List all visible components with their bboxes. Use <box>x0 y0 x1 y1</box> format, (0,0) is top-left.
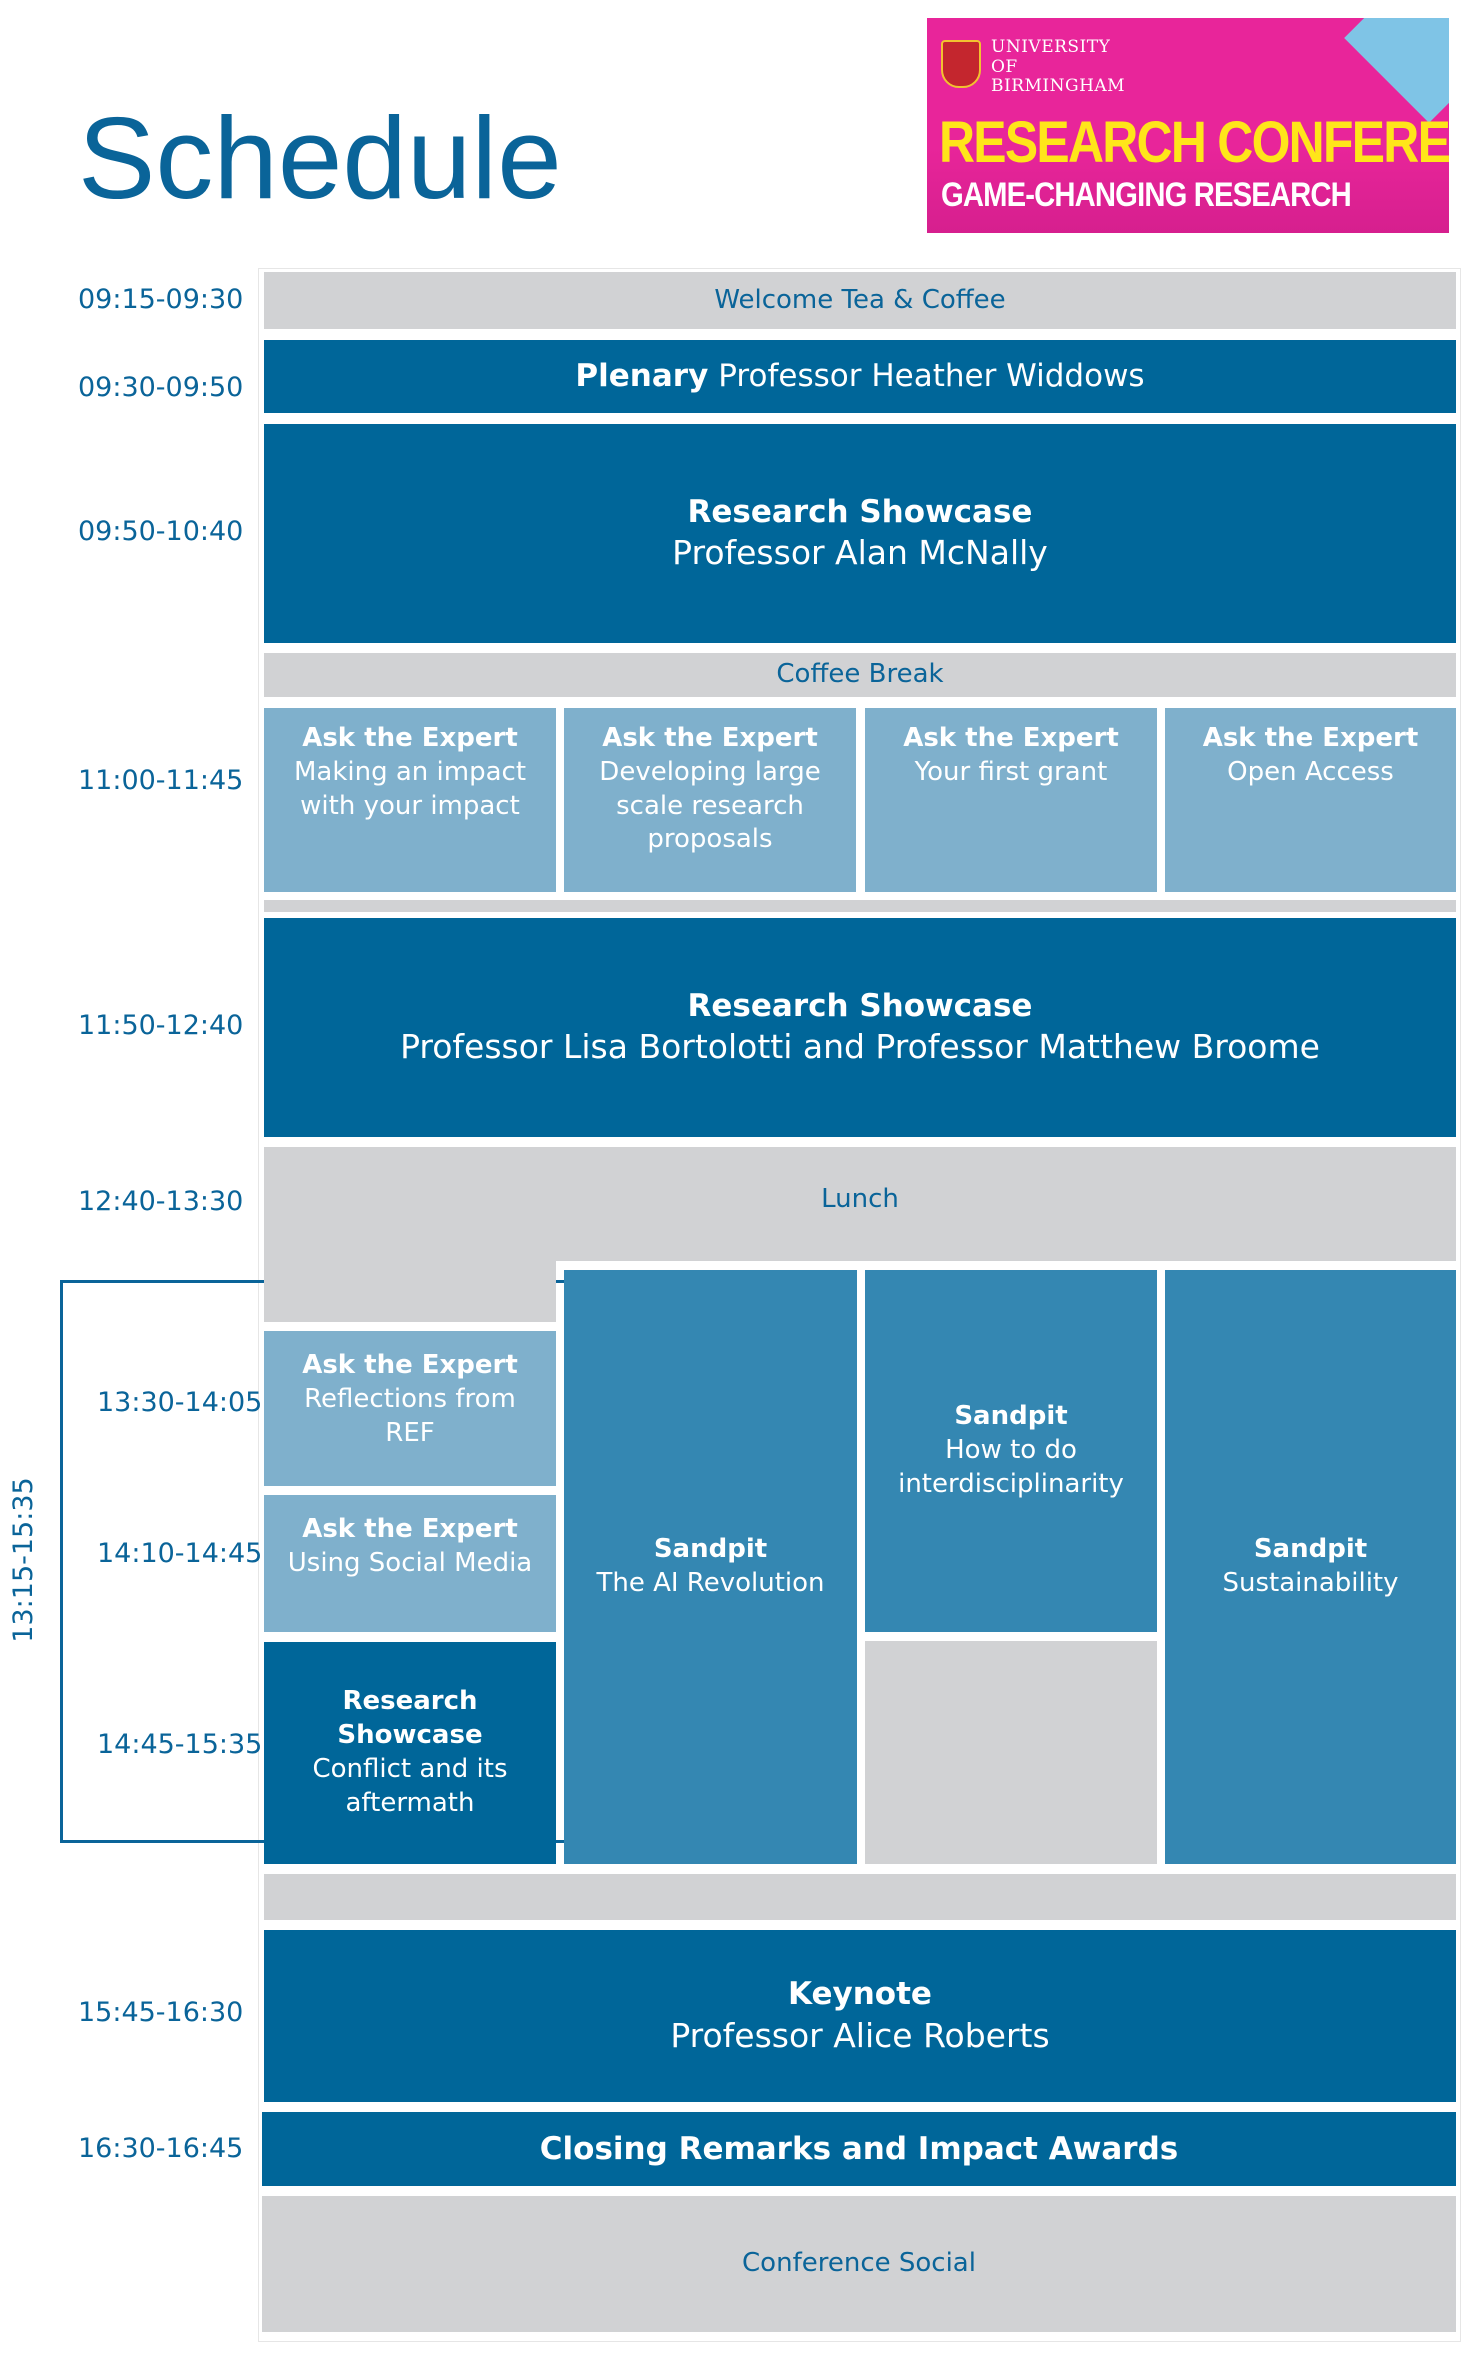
banner-tagline: GAME-CHANGING RESEARCH <box>941 176 1352 214</box>
time-label: 09:15-09:30 <box>78 284 244 315</box>
time-label: 09:30-09:50 <box>78 372 244 403</box>
ask-expert-title: Ask the Expert <box>302 723 518 753</box>
ask-expert-topic: Reflections from REF <box>304 1383 516 1448</box>
ask-expert-title: Ask the Expert <box>602 723 818 753</box>
time-label: 16:30-16:45 <box>78 2133 244 2164</box>
coffee-break-label: Coffee Break <box>776 659 944 690</box>
ask-expert-title: Ask the Expert <box>1202 723 1419 753</box>
session-closing: Closing Remarks and Impact Awards <box>262 2112 1456 2186</box>
ask-expert-title: Ask the Expert <box>903 723 1119 753</box>
showcase-speaker: Professor Alan McNally <box>672 533 1048 573</box>
parallel-time-wrapper: 13:15-15:35 <box>8 1455 40 1665</box>
session-conference-social: Conference Social <box>262 2196 1456 2332</box>
time-label: 14:45-15:35 <box>97 1729 263 1760</box>
time-label: 09:50-10:40 <box>78 516 244 547</box>
session-welcome: Welcome Tea & Coffee <box>264 272 1456 329</box>
session-ask-expert-3: Ask the Expert Your first grant <box>865 708 1157 892</box>
session-coffee-break: Coffee Break <box>264 653 1456 697</box>
ask-expert-title: Ask the Expert <box>302 1514 518 1544</box>
session-research-showcase-2: Research Showcase Professor Lisa Bortolo… <box>264 918 1456 1137</box>
session-sandpit-2: Sandpit How to do interdisciplinarity <box>865 1270 1157 1632</box>
ask-expert-topic: Making an impact with your impact <box>293 756 527 821</box>
banner-university: UNIVERSITY OF BIRMINGHAM <box>991 37 1126 97</box>
sandpit-title: Sandpit <box>1253 1534 1368 1565</box>
time-label: 11:00-11:45 <box>78 765 244 796</box>
sandpit-title: Sandpit <box>954 1401 1068 1432</box>
session-research-showcase-1: Research Showcase Professor Alan McNally <box>264 424 1456 643</box>
university-crest-icon <box>941 40 981 88</box>
time-label: 11:50-12:40 <box>78 1010 244 1041</box>
ask-expert-topic: Using Social Media <box>287 1547 533 1578</box>
session-lunch-tail <box>264 1255 556 1322</box>
sandpit-topic: Sustainability <box>1222 1568 1399 1598</box>
plenary-label: Plenary <box>575 358 709 395</box>
session-sandpit-3: Sandpit Sustainability <box>1165 1270 1456 1864</box>
session-ask-expert-5: Ask the Expert Reflections from REF <box>264 1331 556 1486</box>
ask-expert-topic: Developing large scale research proposal… <box>599 756 821 855</box>
social-label: Conference Social <box>742 2248 976 2279</box>
empty-slot <box>865 1641 1157 1864</box>
session-keynote: Keynote Professor Alice Roberts <box>264 1930 1456 2102</box>
banner-conference-name: RESEARCH CONFERENCE 2022 <box>939 110 1449 175</box>
showcase-title: Research Showcase <box>337 1686 483 1751</box>
session-ask-expert-2: Ask the Expert Developing large scale re… <box>564 708 856 892</box>
showcase-speaker: Professor Lisa Bortolotti and Professor … <box>400 1027 1320 1067</box>
session-lunch-top <box>264 1147 1456 1261</box>
sandpit-title: Sandpit <box>653 1534 768 1565</box>
ask-expert-title: Ask the Expert <box>302 1350 518 1380</box>
showcase-title: Research Showcase <box>687 987 1033 1024</box>
conference-banner: UNIVERSITY OF BIRMINGHAM RESEARCH CONFER… <box>927 18 1449 233</box>
lunch-label: Lunch <box>821 1184 899 1215</box>
plenary-speaker: Professor Heather Widdows <box>718 358 1145 395</box>
time-label: 15:45-16:30 <box>78 1997 244 2028</box>
session-ask-expert-1: Ask the Expert Making an impact with you… <box>264 708 556 892</box>
time-label: 12:40-13:30 <box>78 1186 244 1217</box>
session-sandpit-1: Sandpit The AI Revolution <box>564 1270 857 1864</box>
time-label: 13:30-14:05 <box>97 1387 263 1418</box>
session-ask-expert-4: Ask the Expert Open Access <box>1165 708 1456 892</box>
page-title: Schedule <box>78 93 562 223</box>
showcase-topic: Conflict and its aftermath <box>312 1754 508 1818</box>
break-bar <box>264 1874 1456 1920</box>
keynote-title: Keynote <box>788 1976 932 2013</box>
session-welcome-label: Welcome Tea & Coffee <box>714 284 1006 315</box>
sandpit-topic: The AI Revolution <box>596 1568 825 1598</box>
spacer-bar <box>264 900 1456 912</box>
time-label: 14:10-14:45 <box>97 1538 263 1569</box>
sandpit-topic: How to do interdisciplinarity <box>898 1435 1124 1499</box>
session-research-showcase-3: Research Showcase Conflict and its after… <box>264 1642 556 1864</box>
session-plenary: Plenary Professor Heather Widdows <box>264 340 1456 413</box>
ask-expert-topic: Your first grant <box>914 756 1108 787</box>
ask-expert-topic: Open Access <box>1227 756 1394 787</box>
session-ask-expert-6: Ask the Expert Using Social Media <box>264 1495 556 1632</box>
parallel-time-label: 13:15-15:35 <box>8 1477 39 1643</box>
showcase-title: Research Showcase <box>687 493 1033 530</box>
lunch-label-box: Lunch <box>264 1170 1456 1230</box>
bracket-side-line <box>60 1280 63 1842</box>
closing-label: Closing Remarks and Impact Awards <box>539 2130 1179 2167</box>
keynote-speaker: Professor Alice Roberts <box>670 2015 1050 2055</box>
